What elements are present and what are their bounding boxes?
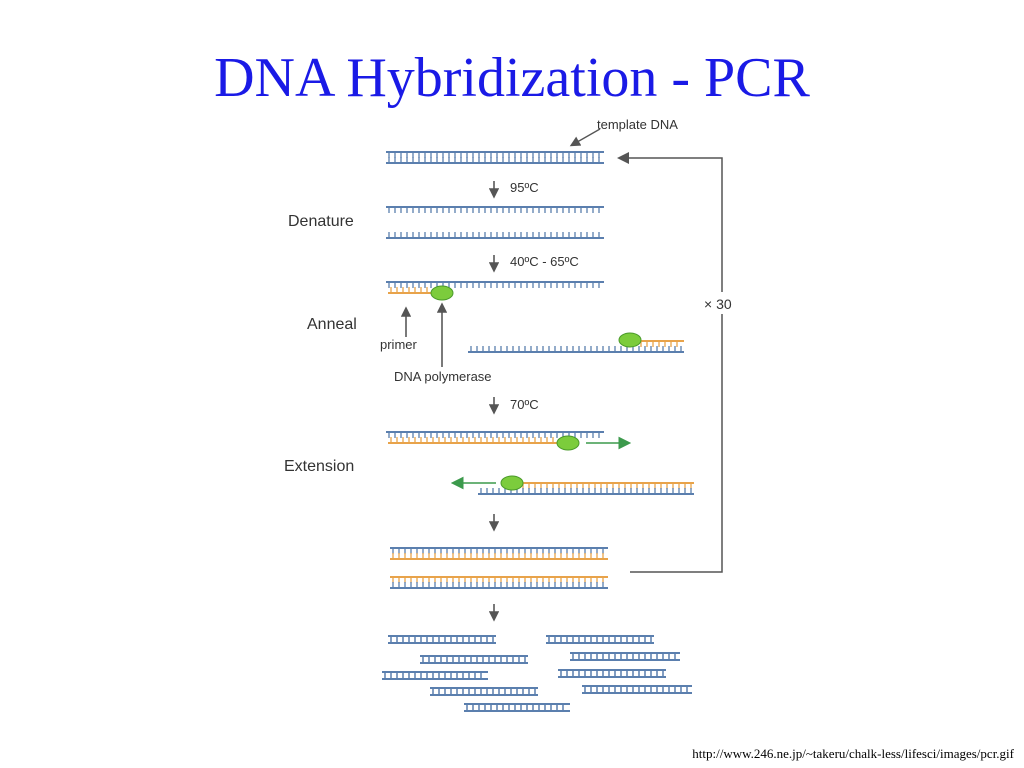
polymerase-blob-4	[500, 475, 524, 491]
amplified-fragment-5-top	[382, 671, 488, 678]
amplified-fragment-6-bottom	[558, 671, 666, 678]
amplified-fragment-9-top	[464, 703, 570, 710]
product-1-bottom	[390, 553, 608, 560]
polymerase-label: DNA polymerase	[394, 369, 492, 384]
step-anneal: Anneal	[307, 316, 357, 333]
amplified-fragment-1-bottom	[388, 637, 496, 644]
step-denature: Denature	[288, 213, 354, 230]
polymerase-blob-1	[430, 285, 454, 301]
amplified-fragment-9-bottom	[464, 705, 570, 712]
amplified-fragment-2-bottom	[546, 637, 654, 644]
amplified-fragment-5-bottom	[382, 673, 488, 680]
temp-40-65: 40ºC - 65ºC	[510, 254, 579, 269]
extension-template-1	[386, 431, 604, 438]
amplified-fragment-3-top	[420, 655, 528, 662]
extension-new-1	[388, 437, 558, 444]
amplified-fragment-4-bottom	[570, 654, 680, 661]
product-2-bottom	[390, 582, 608, 589]
anneal-template-1	[386, 281, 604, 288]
extension-template-2	[478, 488, 694, 495]
amplified-fragment-7-top	[430, 687, 538, 694]
cycle-loop-arrow	[617, 152, 723, 573]
cycle-count: × 30	[704, 296, 732, 312]
amplified-fragment-2-top	[546, 635, 654, 642]
polymerase-blob-3	[556, 435, 580, 451]
polymerase-blob-2	[618, 332, 642, 348]
denatured-strand-1	[386, 206, 604, 213]
amplified-fragment-3-bottom	[420, 657, 528, 664]
source-credit: http://www.246.ne.jp/~takeru/chalk-less/…	[692, 746, 1014, 761]
extension-new-2	[520, 482, 694, 489]
anneal-primer-2	[638, 340, 684, 347]
step-extension: Extension	[284, 458, 354, 475]
slide-title: DNA Hybridization - PCR	[214, 47, 810, 109]
anneal-primer-1	[388, 287, 432, 294]
template-dna-label: template DNA	[597, 117, 678, 132]
anneal-template-2	[468, 346, 684, 353]
template-pointer-arrow	[569, 128, 601, 147]
amplified-fragment-7-bottom	[430, 689, 538, 696]
template-strand-bottom	[386, 157, 604, 164]
temp-70: 70ºC	[510, 397, 539, 412]
amplified-fragment-6-top	[558, 669, 666, 676]
pcr-diagram: template DNA 95ºC Denature 40ºC - 65ºC A…	[282, 112, 760, 740]
denatured-strand-2	[386, 232, 604, 239]
amplified-fragment-8-bottom	[582, 687, 692, 694]
cycle-label-bg	[702, 292, 742, 314]
dna-strands	[382, 151, 694, 712]
amplified-fragment-1-top	[388, 635, 496, 642]
primer-label: primer	[380, 337, 418, 352]
temp-95: 95ºC	[510, 180, 539, 195]
